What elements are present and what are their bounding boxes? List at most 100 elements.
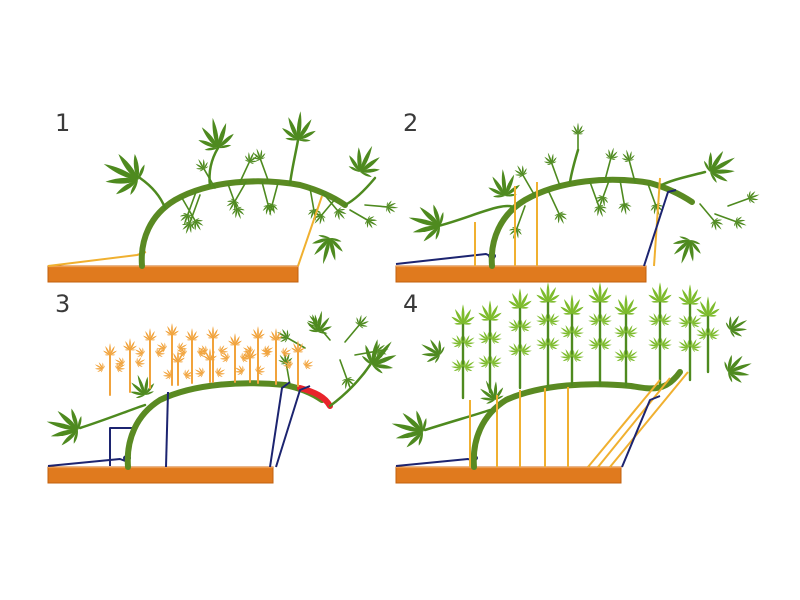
ground-wire: [47, 458, 129, 467]
side-branch: [208, 146, 220, 188]
stem: [470, 369, 683, 470]
ground-tie: [47, 251, 147, 267]
leaf-stalk: [261, 181, 270, 206]
step-number-2: 2: [403, 109, 419, 137]
cola-top-leaf-icon: [647, 282, 673, 304]
fan-leaf-icon: [343, 138, 389, 181]
small-leaf-icon: [732, 214, 749, 233]
leaf-stalk: [271, 182, 279, 206]
new-growth-leaf-icon: [164, 323, 180, 336]
fan-leaf-icon: [306, 232, 347, 269]
fan-leaf-icon: [485, 167, 522, 199]
leaf-stalk: [364, 204, 388, 208]
stake-tie: [297, 195, 323, 267]
new-growth-leaf-icon: [191, 364, 207, 380]
soil-box: [395, 265, 647, 283]
cola-top-leaf-icon: [613, 294, 639, 316]
new-growth-leaf-icon: [213, 364, 229, 380]
small-leaf-icon: [591, 203, 610, 220]
leaf-stalk: [344, 324, 360, 343]
soil-box: [47, 265, 299, 283]
small-leaf-icon: [352, 310, 373, 331]
small-leaf-icon: [617, 201, 634, 217]
fan-leaf-icon: [386, 404, 430, 452]
side-branch: [78, 403, 147, 430]
leaf-stalk: [286, 337, 306, 349]
leaf-stalk: [203, 168, 216, 189]
fan-leaf-icon: [721, 348, 758, 388]
support-tie: [597, 377, 671, 468]
fan-leaf-icon: [93, 142, 150, 203]
new-growth-leaf-icon: [227, 333, 243, 346]
leaf-stalk: [188, 194, 201, 224]
leaf-stalk: [647, 183, 657, 206]
side-branch: [436, 204, 517, 228]
small-leaf-icon: [708, 215, 728, 235]
new-growth-leaf-icon: [253, 362, 269, 378]
stake-wire: [621, 395, 661, 468]
stake-wire: [643, 189, 677, 267]
leaf-stalk: [259, 158, 269, 181]
panel-1: [47, 109, 400, 283]
leaf-stalk: [550, 162, 561, 187]
small-leaf-icon: [603, 145, 621, 162]
leaf-stalk: [316, 323, 331, 341]
stake-wire: [269, 381, 291, 468]
new-growth-leaf-icon: [181, 366, 197, 382]
side-branch: [658, 170, 707, 188]
leaf-stalk: [239, 161, 251, 183]
new-growth-leaf-icon: [102, 343, 118, 356]
new-growth-leaf-icon: [122, 338, 138, 351]
cola-top-leaf-icon: [535, 282, 561, 304]
leaf-stalk: [602, 177, 611, 198]
side-branch: [423, 408, 492, 432]
small-leaf-icon: [363, 213, 381, 232]
soil-box: [395, 466, 622, 484]
panel-4: [386, 282, 758, 484]
leaf-stalk: [589, 181, 600, 208]
support-wire: [165, 391, 169, 468]
fan-leaf-icon: [41, 402, 85, 450]
stem: [138, 178, 348, 269]
stake-wire: [275, 385, 311, 468]
small-leaf-icon: [745, 187, 762, 206]
small-leaf-icon: [192, 155, 211, 174]
cola-top-leaf-icon: [587, 282, 613, 304]
new-growth-leaf-icon: [184, 328, 200, 341]
cola-top-leaf-icon: [559, 294, 585, 316]
leaf-stalk: [321, 191, 339, 212]
new-growth-leaf-icon: [205, 326, 221, 339]
leaf-stalk: [628, 159, 636, 183]
step-number-1: 1: [55, 109, 71, 137]
step-number-3: 3: [55, 290, 71, 318]
soil-box: [47, 466, 274, 484]
leaf-stalk: [186, 191, 197, 216]
stem: [124, 380, 325, 470]
leaf-stalk: [339, 359, 348, 380]
leaf-stalk: [354, 350, 378, 356]
support-tie: [587, 379, 661, 468]
leaf-stalk: [515, 205, 526, 230]
leaf-stalk: [321, 197, 337, 216]
cola-top-leaf-icon: [695, 296, 721, 318]
cola-top-leaf-icon: [450, 304, 476, 326]
small-leaf-icon: [331, 205, 351, 224]
leaf-stalk: [604, 157, 612, 181]
fan-leaf-icon: [414, 332, 448, 368]
small-leaf-icon: [385, 199, 400, 216]
ground-wire: [395, 458, 477, 467]
cola-top-leaf-icon: [507, 288, 533, 310]
leaf-stalk: [727, 197, 750, 207]
new-growth-leaf-icon: [133, 354, 149, 370]
leaf-stalk: [349, 209, 369, 221]
fan-leaf-icon: [280, 109, 319, 144]
fan-leaf-icon: [699, 142, 744, 189]
side-branch: [328, 363, 372, 408]
leaf-stalk: [522, 174, 536, 197]
side-branch: [138, 176, 167, 210]
support-tie: [609, 371, 689, 468]
new-growth-leaf-icon: [301, 356, 317, 372]
fan-leaf-icon: [722, 309, 754, 342]
small-leaf-icon: [619, 147, 637, 164]
